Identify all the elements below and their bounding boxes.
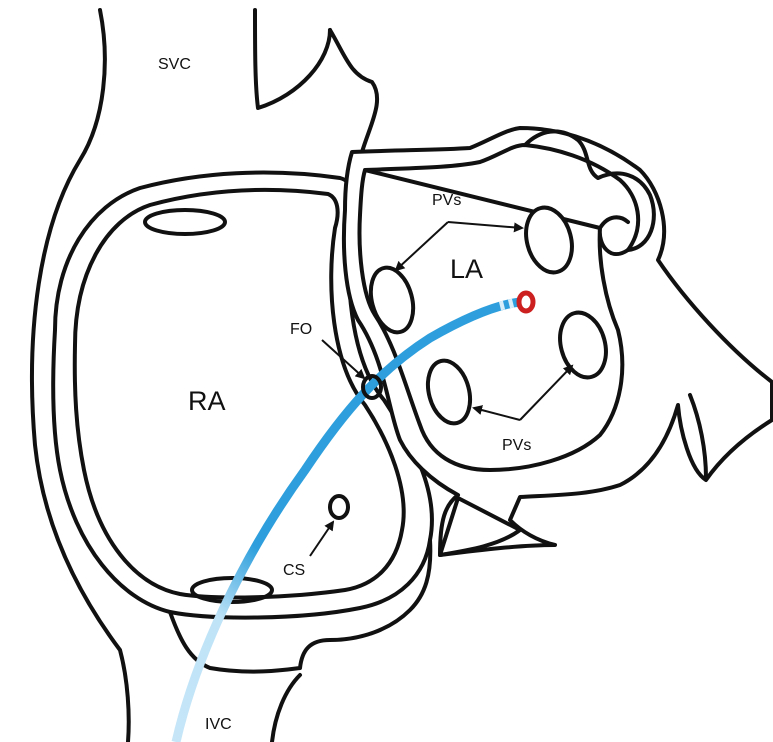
- catheter-tip: [519, 293, 533, 311]
- svc-inner-wall: [255, 10, 330, 108]
- cs-orifice: [330, 496, 348, 518]
- pvs-bottom-label: PVs: [502, 437, 531, 454]
- catheter-electrode: [509, 303, 513, 304]
- svc-right-wall: [330, 30, 377, 152]
- la-outer-body: [344, 128, 772, 555]
- fo-label: FO: [290, 321, 312, 338]
- pvs-top-label: PVs: [432, 192, 461, 209]
- ra-label: RA: [188, 386, 226, 416]
- catheter-electrode: [500, 305, 504, 306]
- vena-cava-outline: [32, 10, 129, 742]
- svc-orifice: [145, 210, 225, 234]
- la-label: LA: [450, 254, 483, 284]
- svc-label: SVC: [158, 56, 191, 73]
- ivc-label: IVC: [205, 716, 232, 733]
- cs-label: CS: [283, 562, 305, 579]
- ivc-right-wall: [272, 675, 300, 742]
- cs-arrow: [310, 522, 333, 556]
